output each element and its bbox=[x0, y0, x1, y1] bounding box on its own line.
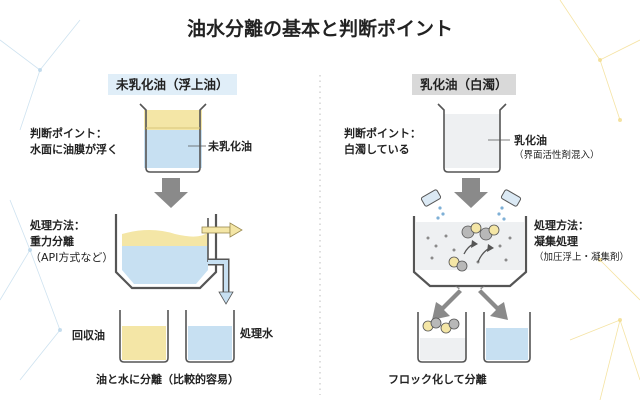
left-method-label: 処理方法： bbox=[30, 219, 85, 232]
right-beaker-note: （界面活性剤混入） bbox=[514, 150, 600, 161]
right-method-label: 処理方法： bbox=[534, 219, 589, 232]
coagulant-dosing bbox=[420, 189, 522, 221]
left-point-text: 水面に油膜が浮く bbox=[30, 143, 118, 156]
oil-skim-arrow bbox=[201, 222, 243, 238]
left-heading: 未乳化油（浮上油） bbox=[108, 74, 237, 95]
left-method-name: 重力分離 bbox=[30, 235, 74, 248]
right-beaker bbox=[437, 103, 507, 173]
coagulation-tank bbox=[412, 216, 528, 288]
right-method-note: （加圧浮上・凝集剤） bbox=[534, 252, 630, 263]
left-beaker-label: 未乳化油 bbox=[208, 140, 252, 153]
clear-water-beaker bbox=[483, 312, 531, 363]
right-beaker-label: 乳化油 bbox=[514, 134, 547, 147]
right-point-text: 白濁している bbox=[344, 143, 410, 156]
gravity-separator-tank bbox=[114, 214, 218, 290]
split-arrows bbox=[432, 286, 508, 320]
out-oil-label: 回収油 bbox=[72, 329, 105, 342]
water-outlet-pipe bbox=[208, 258, 234, 305]
left-result: 油と水に分離（比較的容易） bbox=[96, 373, 239, 386]
right-heading: 乳化油（白濁） bbox=[412, 74, 516, 95]
treated-water-beaker bbox=[185, 310, 235, 363]
left-down-arrow bbox=[154, 178, 188, 208]
out-water-label: 処理水 bbox=[240, 327, 273, 340]
recovered-oil-beaker bbox=[119, 310, 169, 363]
right-point-label: 判断ポイント： bbox=[344, 127, 421, 140]
floc-beaker bbox=[417, 312, 467, 363]
right-method-name: 凝集処理 bbox=[534, 235, 578, 248]
left-method-note: （API方式など） bbox=[30, 251, 114, 264]
left-beaker bbox=[139, 103, 207, 173]
right-down-arrow bbox=[454, 178, 488, 208]
right-result: フロック化して分離 bbox=[388, 373, 487, 386]
background-network bbox=[0, 19, 81, 381]
left-point-label: 判断ポイント： bbox=[30, 127, 107, 140]
page-title: 油水分離の基本と判断ポイント bbox=[186, 18, 453, 40]
